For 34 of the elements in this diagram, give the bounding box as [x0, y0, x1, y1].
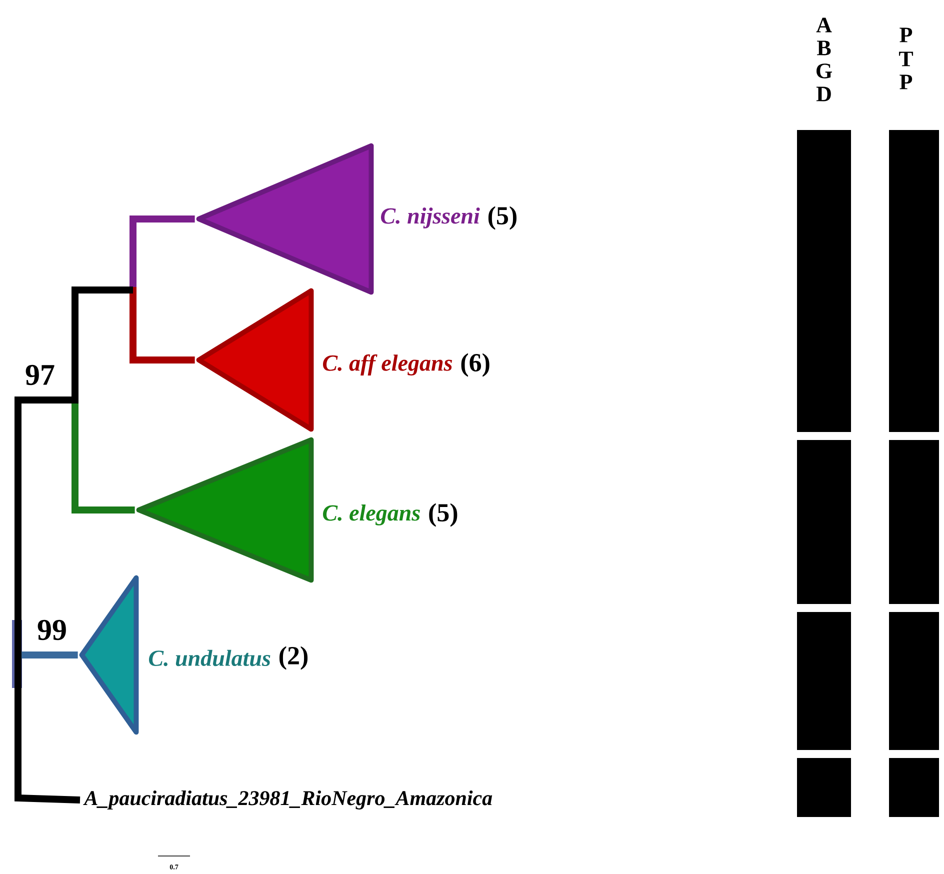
delimitation-bar — [889, 130, 939, 432]
branch-line — [130, 215, 195, 287]
species-name: C. undulatus — [149, 650, 270, 666]
specimen-count: (2) — [280, 646, 308, 670]
branch-line — [130, 286, 195, 364]
delimitation-bar — [797, 612, 851, 750]
delimitation-bar — [889, 758, 939, 817]
specimen-count: (6) — [461, 353, 490, 377]
support-value: 99 — [38, 620, 66, 640]
heading-letter: G — [816, 64, 832, 78]
clade-triangle — [136, 437, 314, 583]
delimitation-bar — [797, 130, 851, 432]
heading-letter: T — [899, 52, 914, 66]
clade-triangle — [196, 143, 374, 295]
clade-triangle — [79, 575, 139, 735]
heading-letter: B — [817, 40, 831, 56]
heading-letter: P — [900, 74, 912, 90]
delimitation-bar — [797, 440, 851, 604]
species-name: C. elegans — [323, 504, 420, 526]
branch-line — [12, 620, 78, 688]
specimen-count: (5) — [488, 206, 516, 230]
species-name: C. nijsseni — [381, 208, 480, 228]
heading-letter: P — [900, 28, 912, 42]
heading-letter: A — [816, 18, 832, 32]
delimitation-bar — [889, 612, 939, 750]
heading-letter: D — [816, 86, 831, 102]
support-value: 97 — [26, 364, 54, 386]
clade-triangle — [196, 288, 314, 432]
taxon-label: A_pauciradiatus_23981_RioNegro_Amazonica — [83, 790, 492, 810]
species-name: C. aff elegans — [323, 354, 452, 376]
delimitation-bar — [889, 440, 939, 604]
delimitation-bar — [797, 758, 851, 817]
specimen-count: (5) — [429, 503, 458, 527]
branch-line — [14, 286, 133, 804]
